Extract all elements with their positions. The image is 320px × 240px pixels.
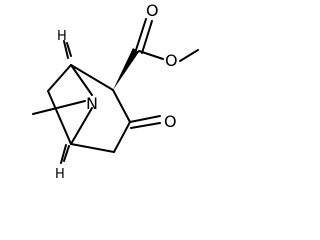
nitrogen-label: N	[86, 94, 98, 113]
bond-ketone-double-2	[130, 122, 161, 129]
ester-group: O O	[113, 1, 199, 90]
bond-top-h-hash-2	[66, 42, 72, 57]
stereo-bonds	[60, 40, 72, 164]
bond-c2-c3	[112, 89, 131, 123]
bond-ester-oxygen	[138, 50, 164, 60]
bond-ester-carbonyl-1	[135, 18, 147, 51]
ester-ether-oxygen-label: O	[165, 51, 178, 70]
bond-c1-n	[70, 64, 93, 96]
bond-bottom-h-hash-1	[60, 144, 67, 164]
bond-c1-c2	[70, 64, 114, 91]
ketone-oxygen-label: O	[164, 112, 177, 131]
bond-top-h-hash-1	[63, 40, 69, 59]
bottom-hydrogen-label: H	[55, 167, 65, 182]
bond-ketone-double-1	[129, 115, 161, 123]
ester-carbonyl-oxygen-label: O	[146, 1, 159, 20]
bond-c5-n	[70, 107, 93, 145]
bond-methoxy	[179, 49, 199, 62]
top-hydrogen-label: H	[57, 29, 67, 44]
ketone-group: O	[129, 112, 177, 131]
molecule-structure: O O O N H H	[32, 1, 199, 182]
bond-c3-c4	[113, 121, 131, 153]
bond-bridge-2	[47, 90, 72, 145]
skeleton-bonds	[32, 64, 131, 153]
ester-wedge	[113, 48, 139, 90]
bond-bottom-h-hash-2	[63, 145, 70, 162]
bond-ester-carbonyl-2	[141, 20, 153, 54]
bond-bridge-1	[47, 64, 72, 92]
bond-n-methyl	[32, 100, 86, 115]
bond-c4-c5	[70, 143, 115, 153]
